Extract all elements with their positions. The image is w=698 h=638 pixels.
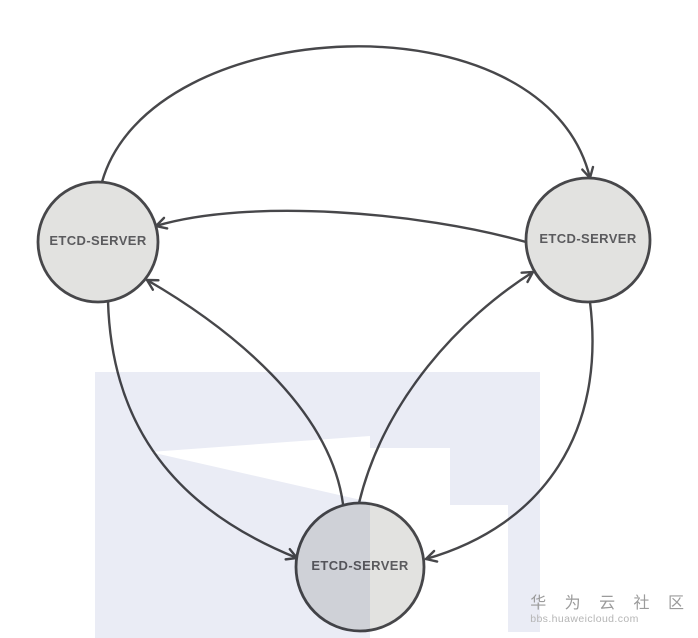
edge-bottom-to-left [144, 278, 345, 506]
edge-bottom-to-right [357, 270, 536, 505]
node-circle-etcd-server-right [524, 176, 652, 304]
node-label-etcd-server-right: ETCD-SERVER [539, 231, 637, 246]
edge-left-to-right-top-arc [100, 45, 595, 184]
node-circle-etcd-server-left [36, 180, 160, 304]
node-label-etcd-server-bottom: ETCD-SERVER [311, 558, 409, 573]
edge-right-to-left [153, 209, 528, 244]
node-label-etcd-server-left: ETCD-SERVER [49, 233, 147, 248]
edge-left-to-bottom [106, 299, 300, 561]
